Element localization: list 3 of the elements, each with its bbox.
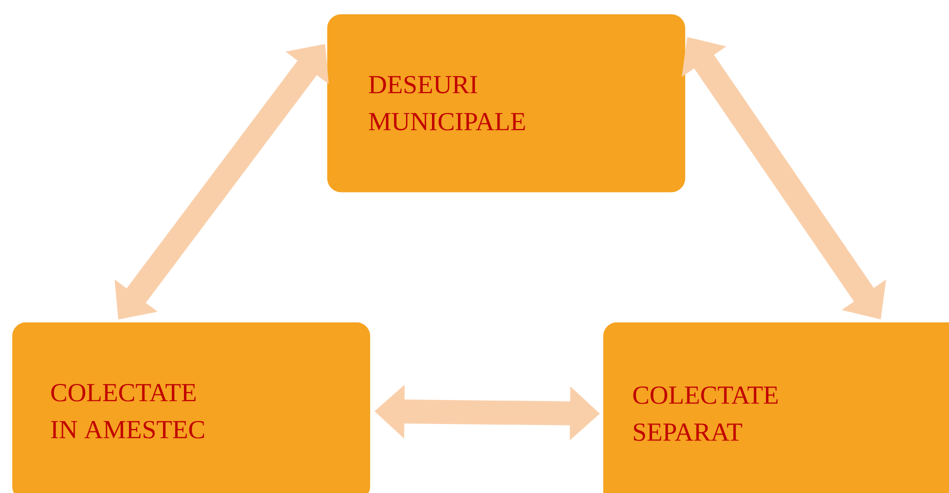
process-box: COLECTATE IN AMESTEC [12, 322, 370, 493]
process-box: DESEURI MUNICIPALE [327, 14, 686, 192]
process-box: COLECTATE SEPARAT [603, 322, 949, 493]
